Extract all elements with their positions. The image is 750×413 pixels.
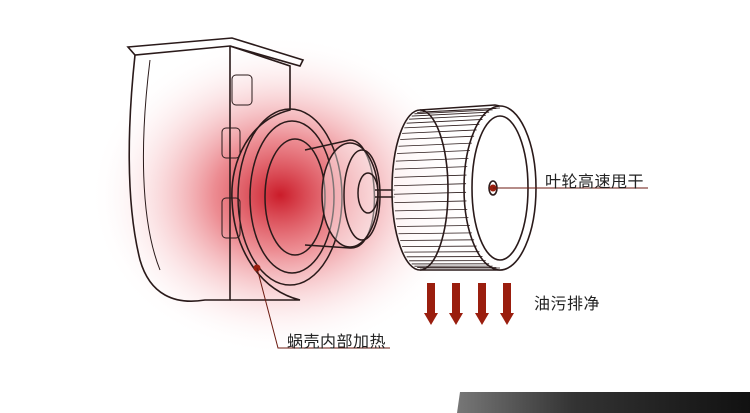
impeller-blade [417, 108, 497, 113]
housing-heat-label: 蜗壳内部加热 [287, 332, 387, 351]
impeller-blade [398, 142, 472, 147]
heat-glow [90, 35, 470, 355]
scroll-housing [126, 37, 305, 302]
down-arrow-icon [424, 283, 438, 325]
impeller-blade [409, 114, 486, 120]
impeller-blade [404, 123, 480, 129]
down-arrow-icon [500, 283, 514, 325]
motor-plate [237, 108, 395, 286]
impeller-blade [394, 200, 467, 204]
oil-drain-arrows [424, 283, 514, 325]
impeller-blade [398, 232, 472, 235]
impeller-blade [394, 191, 467, 195]
impeller-label: 叶轮高速甩干 [545, 172, 645, 191]
impeller-blade [411, 111, 490, 117]
impeller-blade [400, 239, 475, 241]
impeller-blade [395, 157, 469, 162]
impeller-blade [402, 245, 477, 248]
impeller-blade [414, 109, 493, 115]
oil-drain-label: 油污排净 [534, 294, 601, 313]
callout-impeller [489, 184, 648, 192]
impeller-blade [406, 119, 483, 124]
callout-housing [253, 264, 390, 349]
impeller-blade [394, 174, 467, 178]
impeller-blade [394, 166, 468, 170]
impeller-blade [394, 209, 468, 212]
dark-base-panel [457, 392, 750, 413]
impeller-blade [394, 183, 467, 187]
impeller-blade [402, 129, 477, 134]
impeller-blade [397, 150, 470, 154]
impeller-blade [395, 217, 469, 220]
down-arrow-icon [449, 283, 463, 325]
impeller-blade [400, 135, 475, 140]
down-arrow-icon [475, 283, 489, 325]
impeller-blade [397, 225, 470, 227]
